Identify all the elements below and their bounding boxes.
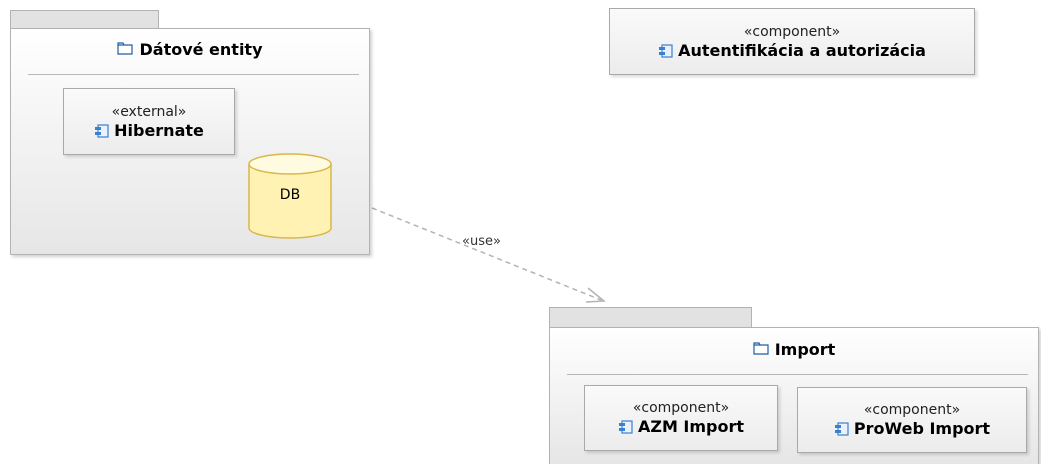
package-tab-entities	[10, 10, 159, 29]
folder-icon	[753, 341, 769, 357]
component-azm-import[interactable]: «component» AZM Import	[584, 385, 778, 451]
component-proweb-import[interactable]: «component» ProWeb Import	[797, 387, 1027, 453]
stereotype-hibernate: «external»	[111, 103, 187, 120]
package-separator-import	[567, 374, 1028, 375]
package-tab-import	[549, 307, 752, 328]
package-name-import: Import	[774, 339, 836, 359]
component-name-hibernate: Hibernate	[94, 121, 204, 141]
package-name-entities: Dátové entity	[139, 39, 263, 59]
package-title-import: Import	[550, 337, 1038, 361]
component-icon	[94, 123, 110, 139]
component-name-auth: Autentifikácia a autorizácia	[658, 41, 926, 61]
stereotype-proweb: «component»	[863, 402, 961, 418]
dependency-use-line	[371, 207, 602, 301]
folder-icon	[117, 41, 134, 57]
component-auth[interactable]: «component» Autentifikácia a autorizácia	[609, 8, 975, 75]
package-title-entities: Dátové entity	[11, 37, 369, 61]
component-icon	[658, 43, 674, 59]
stereotype-azm: «component»	[632, 400, 730, 416]
component-icon	[618, 419, 634, 435]
component-name-azm: AZM Import	[618, 417, 744, 437]
dependency-arrowhead	[585, 287, 606, 303]
database-cylinder[interactable]	[246, 152, 334, 240]
component-icon	[834, 421, 850, 437]
database-label: DB	[279, 187, 301, 203]
component-name-proweb: ProWeb Import	[834, 419, 990, 439]
stereotype-auth: «component»	[743, 23, 841, 40]
package-separator-entities	[28, 74, 359, 75]
dependency-label: «use»	[462, 234, 501, 249]
component-hibernate[interactable]: «external» Hibernate	[63, 88, 235, 155]
